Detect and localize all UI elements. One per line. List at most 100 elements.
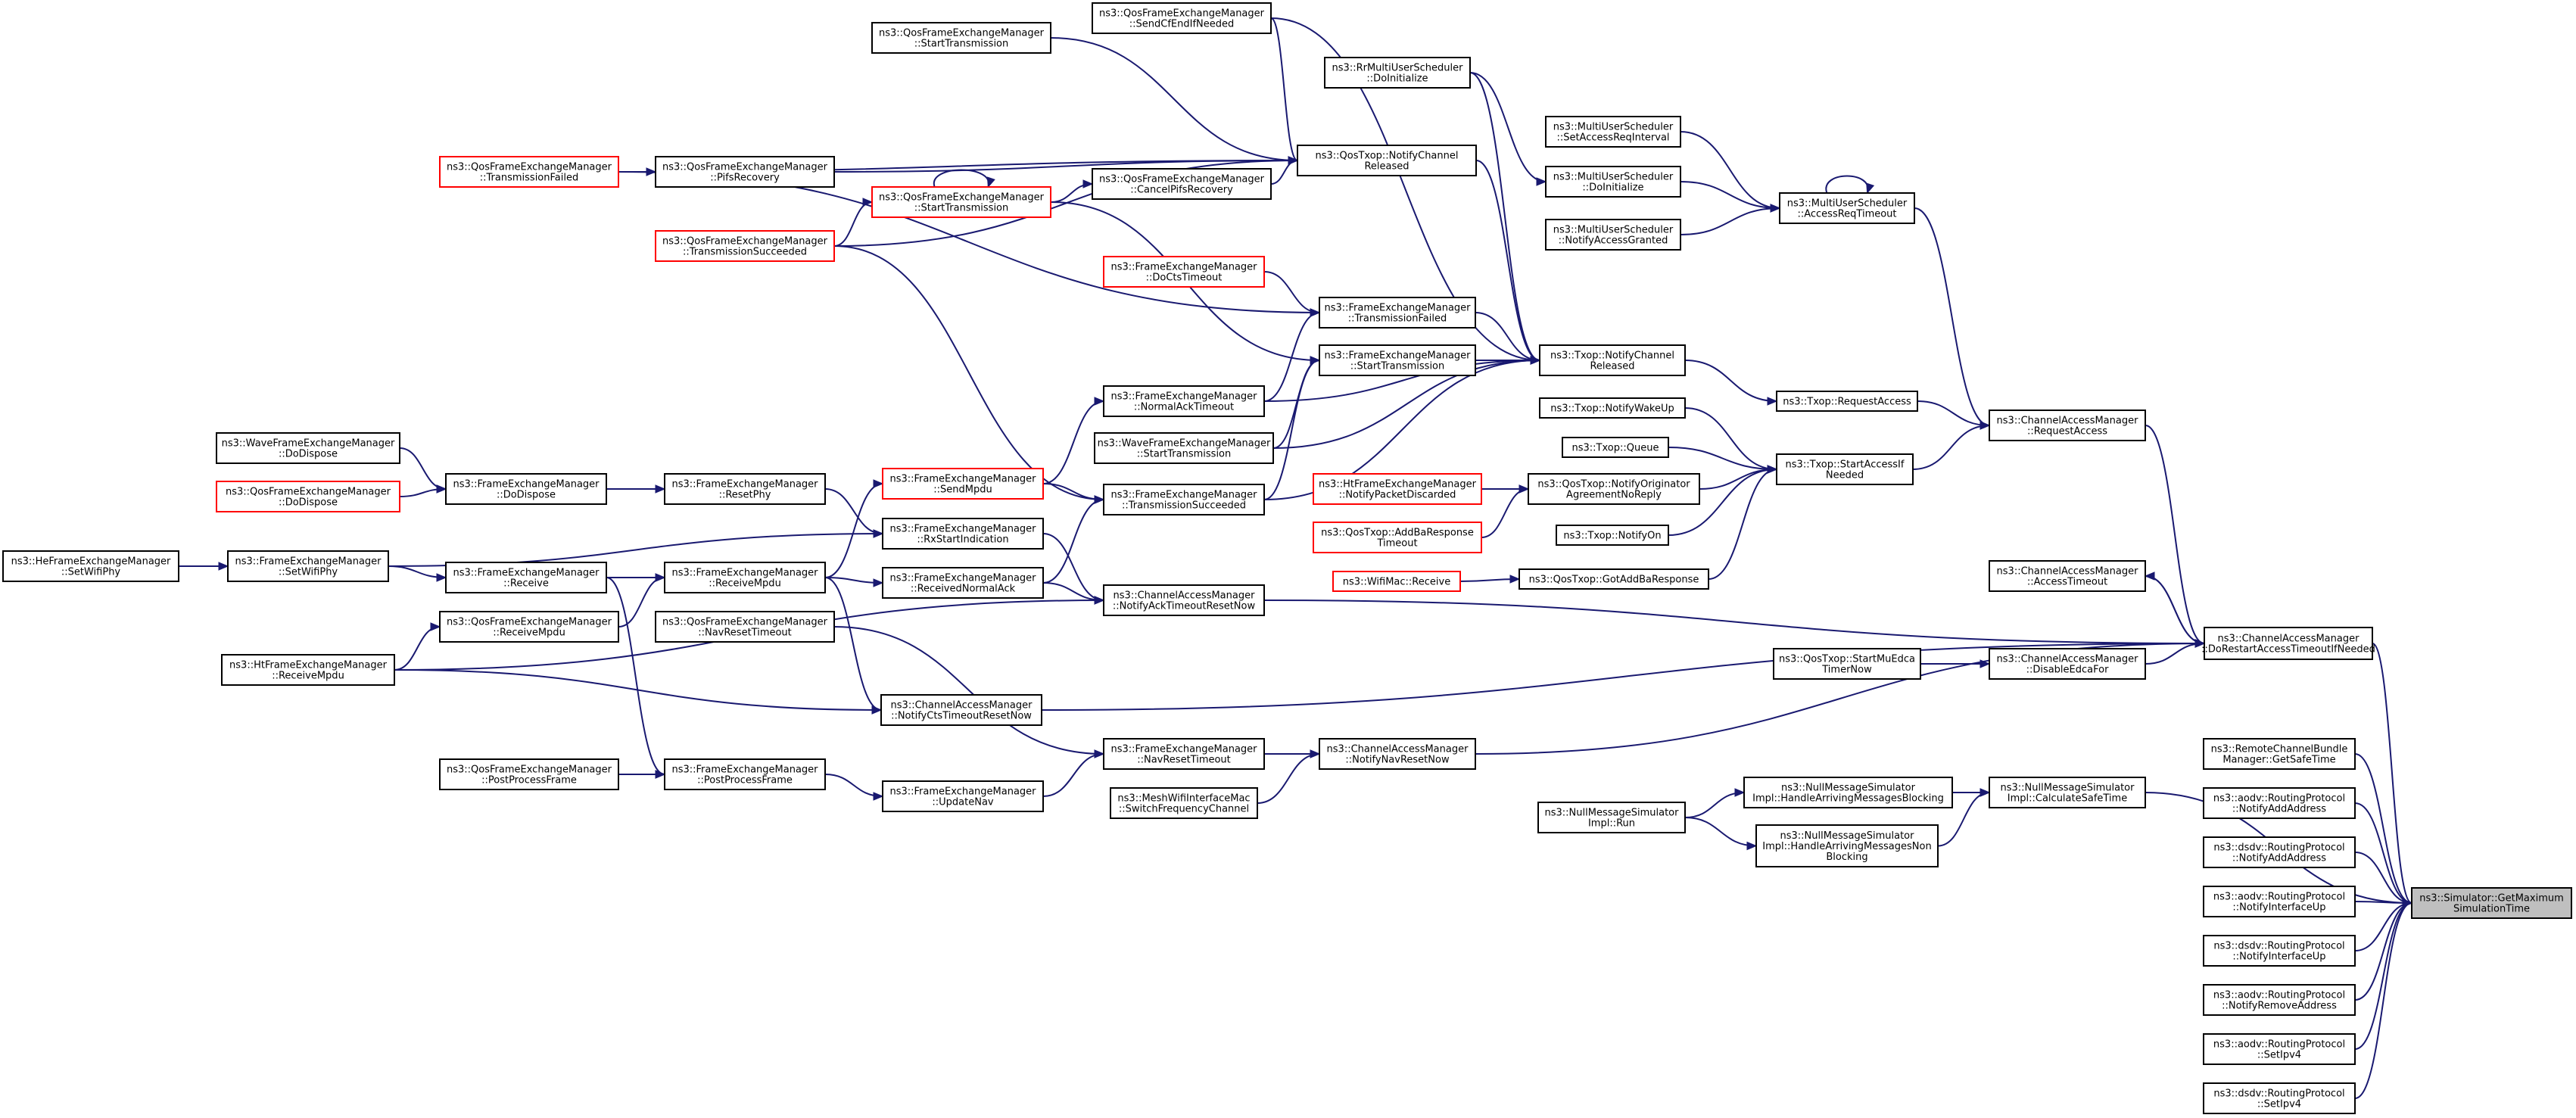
node-qtxop_gotAddBa[interactable]: ns3::QosTxop::GotAddBaResponse	[1519, 568, 1709, 590]
edge-arrowhead	[1980, 421, 1991, 430]
edge-qtxop_startMuEdca-to-cam_disableEdca	[1920, 659, 1991, 668]
node-qfem_receiveMpdu[interactable]: ns3::QosFrameExchangeManager::ReceiveMpd…	[439, 611, 619, 643]
node-fem_receivedNormalAck[interactable]: ns3::FrameExchangeManager::ReceivedNorma…	[882, 567, 1044, 599]
node-txop_notifyWakeUp[interactable]: ns3::Txop::NotifyWakeUp	[1539, 397, 1686, 419]
node-cam_notifyNavReset[interactable]: ns3::ChannelAccessManager::NotifyNavRese…	[1319, 738, 1476, 770]
node-fem_receive[interactable]: ns3::FrameExchangeManager::Receive	[445, 562, 607, 593]
node-rr_doInit[interactable]: ns3::RrMultiUserScheduler::DoInitialize	[1324, 57, 1471, 89]
node-txop_notifyOn[interactable]: ns3::Txop::NotifyOn	[1556, 525, 1669, 546]
edge-line	[2145, 575, 2205, 644]
node-remoteChannel[interactable]: ns3::RemoteChannelBundleManager::GetSafe…	[2203, 738, 2356, 770]
node-wave_doDispose[interactable]: ns3::WaveFrameExchangeManager::DoDispose	[216, 432, 400, 464]
node-fem_rxStartIndication[interactable]: ns3::FrameExchangeManager::RxStartIndica…	[882, 518, 1044, 550]
edge-line	[1270, 160, 1298, 185]
node-qfem_transmissionSucceeded[interactable]: ns3::QosFrameExchangeManager::Transmissi…	[655, 230, 835, 262]
node-fem_transmissionSucceeded[interactable]: ns3::FrameExchangeManager::TransmissionS…	[1103, 484, 1265, 515]
node-qfem_sendCfEndIfNeeded[interactable]: ns3::QosFrameExchangeManager::SendCfEndI…	[1092, 2, 1272, 34]
node-fem_transmissionFailed[interactable]: ns3::FrameExchangeManager::TransmissionF…	[1319, 297, 1476, 329]
node-fem_normalAckTimeout[interactable]: ns3::FrameExchangeManager::NormalAckTime…	[1103, 385, 1265, 417]
node-ht_notifyPacketDiscarded[interactable]: ns3::HtFrameExchangeManager::NotifyPacke…	[1313, 473, 1482, 505]
node-label: ns3::FrameExchangeManager	[671, 568, 818, 579]
node-ht_receiveMpdu[interactable]: ns3::HtFrameExchangeManager::ReceiveMpdu	[221, 654, 395, 686]
node-mesh_switchFreq[interactable]: ns3::MeshWifiInterfaceMac::SwitchFrequen…	[1110, 787, 1258, 819]
node-nms_handleBlocking[interactable]: ns3::NullMessageSimulatorImpl::HandleArr…	[1743, 777, 1953, 808]
node-qfem_doDispose[interactable]: ns3::QosFrameExchangeManager::DoDispose	[216, 481, 400, 512]
node-qfem_postProcessFrame[interactable]: ns3::QosFrameExchangeManager::PostProces…	[439, 758, 619, 790]
node-label: ns3::FrameExchangeManager	[889, 524, 1036, 535]
node-fem_sendMpdu[interactable]: ns3::FrameExchangeManager::SendMpdu	[882, 468, 1044, 500]
edge-arrowhead	[430, 622, 441, 631]
node-aodvSetIpv4[interactable]: ns3::aodv::RoutingProtocol::SetIpv4	[2203, 1033, 2356, 1065]
node-mus_accessReqTimeout[interactable]: ns3::MultiUserScheduler::AccessReqTimeou…	[1779, 192, 1915, 224]
node-cam_notifyCtsTimeout[interactable]: ns3::ChannelAccessManager::NotifyCtsTime…	[880, 694, 1042, 726]
node-label: Released	[1590, 361, 1634, 372]
node-label: ns3::NullMessageSimulator	[1781, 783, 1916, 794]
node-wave_startTransmission[interactable]: ns3::WaveFrameExchangeManager::StartTran…	[1094, 432, 1274, 464]
edge-arrowhead	[1094, 749, 1105, 758]
edge-arrowhead	[1288, 156, 1299, 165]
node-qfem_startTransmission[interactable]: ns3::QosFrameExchangeManager::StartTrans…	[871, 186, 1051, 218]
node-aodvAddAddr[interactable]: ns3::aodv::RoutingProtocol::NotifyAddAdd…	[2203, 787, 2356, 819]
node-qfem_startTransmission_top[interactable]: ns3::QosFrameExchangeManager::StartTrans…	[871, 22, 1051, 54]
node-box	[880, 694, 1042, 726]
node-box	[1989, 777, 2146, 808]
node-qfem_cancelPifs[interactable]: ns3::QosFrameExchangeManager::CancelPifs…	[1092, 168, 1272, 200]
node-fem_navResetTimeout[interactable]: ns3::FrameExchangeManager::NavResetTimeo…	[1103, 738, 1265, 770]
node-label: ::DoDispose	[279, 497, 338, 509]
edge-line	[1912, 425, 1990, 470]
node-doRestart[interactable]: ns3::ChannelAccessManager::DoRestartAcce…	[2201, 627, 2375, 660]
node-wifimac_receive[interactable]: ns3::WifiMac::Receive	[1332, 571, 1461, 592]
node-label: ns3::QosFrameExchangeManager	[662, 162, 828, 173]
node-qfem_navResetTimeout[interactable]: ns3::QosFrameExchangeManager::NavResetTi…	[655, 611, 835, 643]
node-label: ns3::NullMessageSimulator	[2001, 783, 2135, 794]
node-txop_queue[interactable]: ns3::Txop::Queue	[1562, 437, 1669, 458]
node-fem_startTransmission[interactable]: ns3::FrameExchangeManager::StartTransmis…	[1319, 344, 1476, 376]
node-mus_setAccessReqInterval[interactable]: ns3::MultiUserScheduler::SetAccessReqInt…	[1545, 116, 1681, 148]
edge-fem_doDispose-to-fem_resetPhy	[606, 484, 666, 494]
node-nms_handleNonBlocking[interactable]: ns3::NullMessageSimulatorImpl::HandleArr…	[1755, 824, 1939, 867]
node-cam_disableEdca[interactable]: ns3::ChannelAccessManager::DisableEdcaFo…	[1989, 648, 2146, 680]
node-he_setWifiPhy[interactable]: ns3::HeFrameExchangeManager::SetWifiPhy	[2, 550, 179, 582]
node-mus_notifyGranted[interactable]: ns3::MultiUserScheduler::NotifyAccessGra…	[1545, 219, 1681, 251]
node-fem_receiveMpdu[interactable]: ns3::FrameExchangeManager::ReceiveMpdu	[664, 562, 826, 593]
edge-line	[1680, 181, 1780, 209]
edge-fem_receive-to-fem_postProcessFrame	[606, 577, 666, 779]
node-cam_notifyAckTimeout[interactable]: ns3::ChannelAccessManager::NotifyAckTime…	[1103, 584, 1265, 616]
node-label: Impl::HandleArrivingMessagesNon	[1762, 841, 1931, 852]
node-qtxop_notifyOrig[interactable]: ns3::QosTxop::NotifyOriginatorAgreementN…	[1528, 473, 1700, 505]
node-label: ns3::QosFrameExchangeManager	[662, 236, 828, 248]
node-qfem_transmissionFailed[interactable]: ns3::QosFrameExchangeManager::Transmissi…	[439, 156, 619, 188]
node-qfem_pifsRecovery[interactable]: ns3::QosFrameExchangeManager::PifsRecove…	[655, 156, 835, 188]
node-dsdvIfUp[interactable]: ns3::dsdv::RoutingProtocol::NotifyInterf…	[2203, 935, 2356, 967]
edge-line	[1475, 160, 1540, 361]
node-box	[2203, 886, 2356, 917]
node-label: ns3::FrameExchangeManager	[1324, 350, 1471, 362]
node-box	[227, 550, 389, 582]
node-cam_request[interactable]: ns3::ChannelAccessManager::RequestAccess	[1989, 410, 2146, 441]
node-txop_request[interactable]: ns3::Txop::RequestAccess	[1776, 391, 1918, 412]
node-mus_doInit[interactable]: ns3::MultiUserScheduler::DoInitialize	[1545, 166, 1681, 198]
node-fem_postProcessFrame[interactable]: ns3::FrameExchangeManager::PostProcessFr…	[664, 758, 826, 790]
node-box	[871, 186, 1051, 218]
node-cam_accessTimeout[interactable]: ns3::ChannelAccessManager::AccessTimeout	[1989, 560, 2146, 592]
node-nms_calcSafe[interactable]: ns3::NullMessageSimulatorImpl::Calculate…	[1989, 777, 2146, 808]
node-fem_updateNav[interactable]: ns3::FrameExchangeManager::UpdateNav	[882, 780, 1044, 812]
node-aodvIfUp[interactable]: ns3::aodv::RoutingProtocol::NotifyInterf…	[2203, 886, 2356, 917]
node-dsdvAddAddr[interactable]: ns3::dsdv::RoutingProtocol::NotifyAddAdd…	[2203, 836, 2356, 868]
node-fem_resetPhy[interactable]: ns3::FrameExchangeManager::ResetPhy	[664, 473, 826, 505]
node-fem_doCtsTimeout[interactable]: ns3::FrameExchangeManager::DoCtsTimeout	[1103, 256, 1265, 288]
edge-ht_receiveMpdu-to-qfem_receiveMpdu	[394, 622, 441, 671]
edge-fem_setWifiPhy-to-fem_receive	[388, 565, 447, 582]
node-fem_doDispose[interactable]: ns3::FrameExchangeManager::DoDispose	[445, 473, 607, 505]
node-label: Impl::CalculateSafeTime	[2008, 793, 2127, 805]
node-fem_setWifiPhy[interactable]: ns3::FrameExchangeManager::SetWifiPhy	[227, 550, 389, 582]
node-dsdvSetIpv4[interactable]: ns3::dsdv::RoutingProtocol::SetIpv4	[2203, 1082, 2356, 1114]
node-aodvRemove[interactable]: ns3::aodv::RoutingProtocol::NotifyRemove…	[2203, 984, 2356, 1016]
